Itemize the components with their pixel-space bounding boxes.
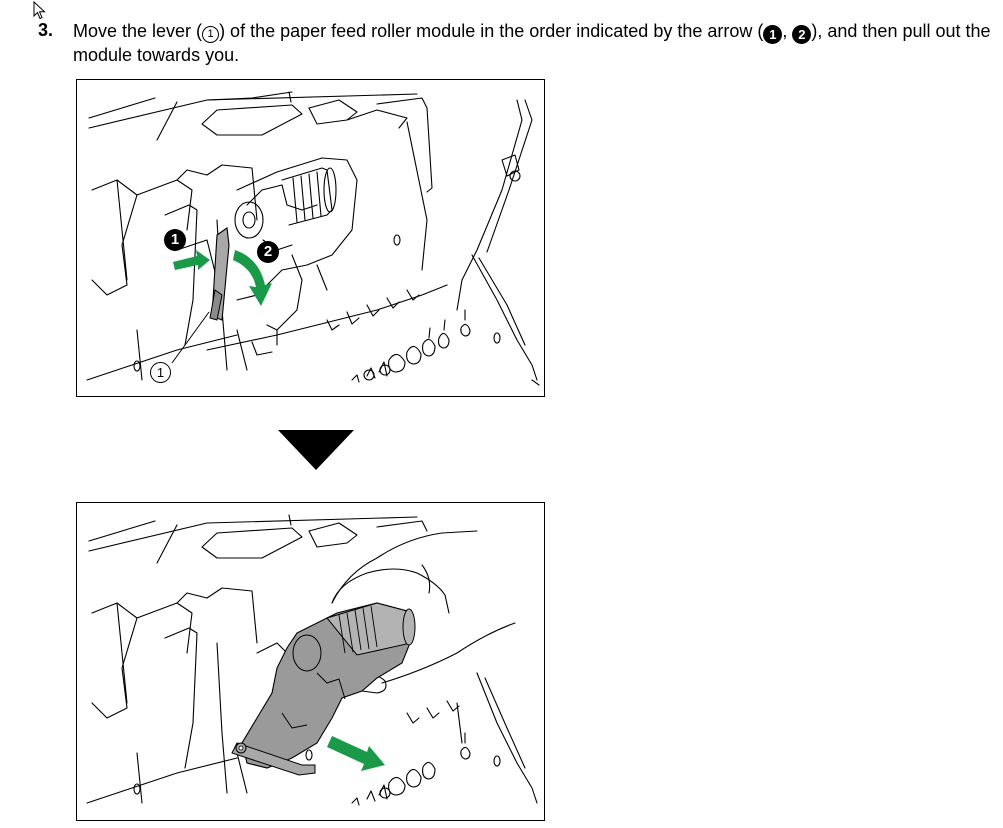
pull-direction-arrow	[327, 736, 385, 771]
arrow-reference-badge-1: 1	[763, 25, 783, 44]
arrow-step-badge-2: 2	[257, 241, 279, 263]
step-number: 3.	[38, 20, 54, 40]
mouse-pointer-icon	[33, 1, 46, 20]
step-text-part3: ), and then pull out the module towards …	[73, 21, 991, 65]
arrow-step-badge-1: 1	[164, 229, 186, 251]
scanner-illustration-1	[86, 91, 540, 386]
arrow-reference-badge-2: 2	[792, 25, 812, 44]
lever-part	[209, 227, 230, 321]
down-triangle-icon	[278, 430, 354, 470]
scanner-illustration-2	[86, 514, 538, 806]
roller-module	[231, 602, 416, 776]
lever-reference-symbol: 1	[202, 26, 220, 43]
step-text-part2: ) of the paper feed roller module in the…	[219, 21, 764, 41]
lever-callout-label: 1	[150, 362, 171, 383]
figure-module-removal	[76, 502, 545, 821]
step-separator: ,	[782, 21, 793, 41]
green-arrows	[173, 250, 272, 306]
step-text: Move the lever (1) of the paper feed rol…	[73, 20, 998, 66]
step-text-part1: Move the lever (	[73, 21, 203, 41]
figure-lever-operation: 1 2 1	[76, 79, 545, 397]
